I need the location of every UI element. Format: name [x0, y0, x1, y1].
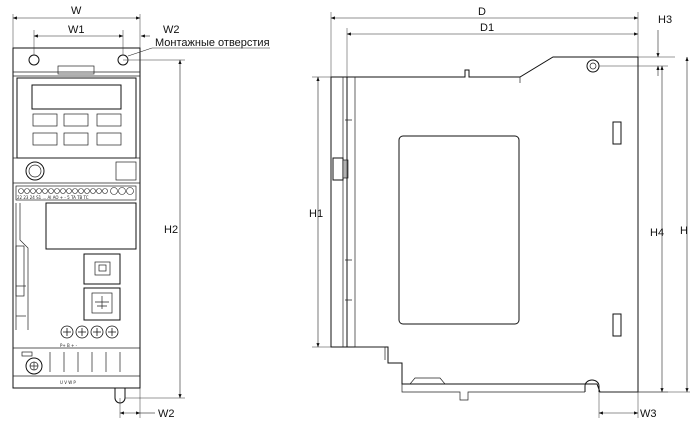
terminal-cover-flap: [45, 202, 137, 250]
keypad-panel: [16, 77, 137, 159]
side-label-window: [398, 135, 520, 325]
side-knob: [332, 157, 344, 181]
dim-label-d: D: [478, 6, 486, 18]
side-mounting-slot-bottom: [584, 379, 600, 392]
power-terminal-upper-label: P+ B + -: [60, 343, 78, 348]
side-view: [330, 56, 639, 401]
potentiometer-knob: [25, 161, 45, 181]
rj45-port: [83, 253, 121, 285]
terminal-labels: 22 23 24 S1 ... AI AO + - 5 TA TB TC: [17, 195, 89, 200]
keypad-button: [32, 113, 58, 127]
power-terminal-lower-label: U V W P: [60, 380, 76, 385]
ground-screw: [25, 357, 43, 375]
port-cover: [115, 161, 137, 181]
keypad-button: [96, 113, 122, 127]
top-vent-slot: [57, 65, 95, 75]
keypad-button: [96, 132, 122, 146]
led-display: [31, 84, 122, 110]
mounting-hole-left: [28, 54, 40, 66]
keypad-button: [32, 132, 58, 146]
keypad-button: [63, 132, 89, 146]
dim-label-w1: W1: [68, 24, 85, 36]
dim-label-h3: H3: [658, 14, 672, 26]
callout-leader: [127, 47, 153, 57]
front-dimensions: W W1 W2 Монтажные отверстия H2 W2: [12, 5, 270, 420]
dim-label-w3: W3: [640, 408, 657, 420]
side-front-panel: [330, 76, 348, 348]
dim-label-w2-top: W2: [163, 24, 180, 36]
side-body-outline: [346, 56, 639, 393]
dim-label-d1: D1: [480, 22, 494, 34]
dim-label-h1: H1: [309, 208, 323, 220]
side-slot-upper: [612, 121, 622, 145]
side-dimensions: D D1 H3 H1 H4 H W3: [309, 6, 690, 420]
dim-label-h2: H2: [164, 224, 178, 236]
side-slot-lower: [612, 313, 622, 337]
dim-label-h4: H4: [650, 227, 664, 239]
callout-mounting-holes: Монтажные отверстия: [155, 37, 270, 49]
power-terminal-upper: [60, 325, 119, 339]
side-mounting-hole-top: [586, 59, 600, 73]
comm-module: [83, 287, 121, 321]
keypad-button: [63, 113, 89, 127]
dim-label-h: H: [680, 225, 688, 237]
front-view: 22 23 24 S1 ... AI AO + - 5 TA TB TC P+ …: [12, 47, 141, 404]
dim-label-w: W: [71, 5, 82, 17]
control-terminal-row: 22 23 24 S1 ... AI AO + - 5 TA TB TC: [15, 185, 137, 201]
dim-label-w2-bottom: W2: [158, 408, 175, 420]
front-housing-outline: [12, 47, 141, 389]
